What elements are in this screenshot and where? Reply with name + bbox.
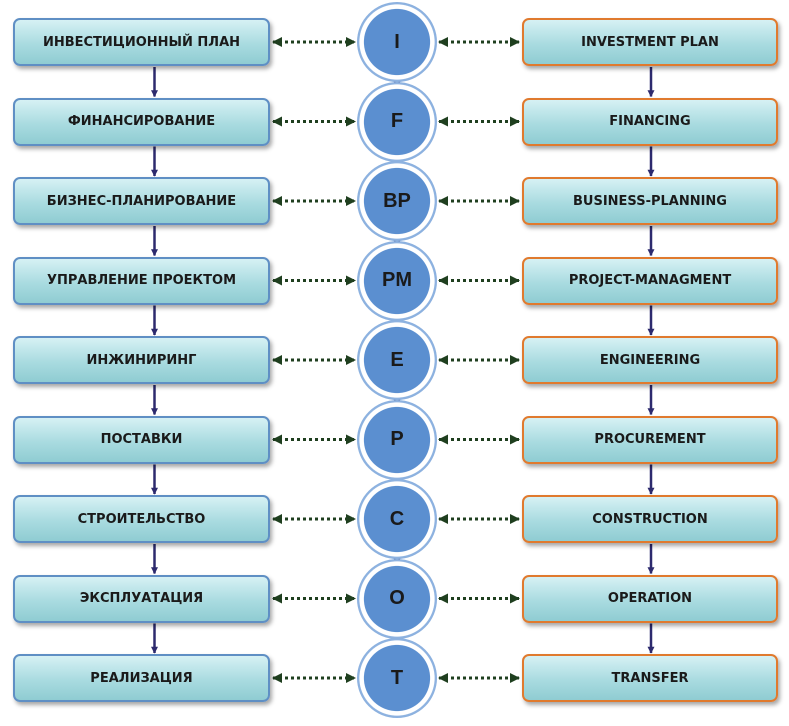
stage-box-en-8: OPERATION bbox=[522, 574, 778, 623]
stage-box-en-5: ENGINEERING bbox=[522, 336, 778, 384]
stage-box-ru-2: ФИНАНСИРОВАНИЕ bbox=[13, 97, 270, 146]
stage-box-ru-6: ПОСТАВКИ bbox=[13, 415, 270, 464]
stage-code-circle-1: I bbox=[357, 2, 437, 82]
stage-box-ru-1: ИНВЕСТИЦИОННЫЙ ПЛАН bbox=[13, 18, 270, 66]
stage-code-circle-3: BP bbox=[357, 161, 437, 241]
stage-code-circle-5: E bbox=[357, 320, 437, 400]
stage-code-circle-2: F bbox=[357, 81, 437, 162]
stage-box-en-6: PROCUREMENT bbox=[522, 415, 778, 464]
stage-box-ru-3: БИЗНЕС-ПЛАНИРОВАНИЕ bbox=[13, 177, 270, 225]
stage-code-circle-7: C bbox=[357, 479, 437, 559]
stage-box-ru-9: РЕАЛИЗАЦИЯ bbox=[13, 654, 270, 702]
stage-box-en-9: TRANSFER bbox=[522, 654, 778, 702]
stage-box-en-7: CONSTRUCTION bbox=[522, 495, 778, 543]
stage-code-circle-9: T bbox=[357, 638, 437, 718]
stage-code-circle-8: O bbox=[357, 558, 437, 639]
stage-box-en-4: PROJECT-MANAGMENT bbox=[522, 256, 778, 305]
stage-box-ru-4: УПРАВЛЕНИЕ ПРОЕКТОМ bbox=[13, 256, 270, 305]
stage-box-en-1: INVESTMENT PLAN bbox=[522, 18, 778, 66]
stage-code-circle-4: PM bbox=[357, 240, 437, 321]
stage-box-ru-5: ИНЖИНИРИНГ bbox=[13, 336, 270, 384]
stage-box-ru-7: СТРОИТЕЛЬСТВО bbox=[13, 495, 270, 543]
stage-code-circle-6: P bbox=[357, 399, 437, 480]
stage-box-ru-8: ЭКСПЛУАТАЦИЯ bbox=[13, 574, 270, 623]
stage-box-en-3: BUSINESS-PLANNING bbox=[522, 177, 778, 225]
stage-box-en-2: FINANCING bbox=[522, 97, 778, 146]
